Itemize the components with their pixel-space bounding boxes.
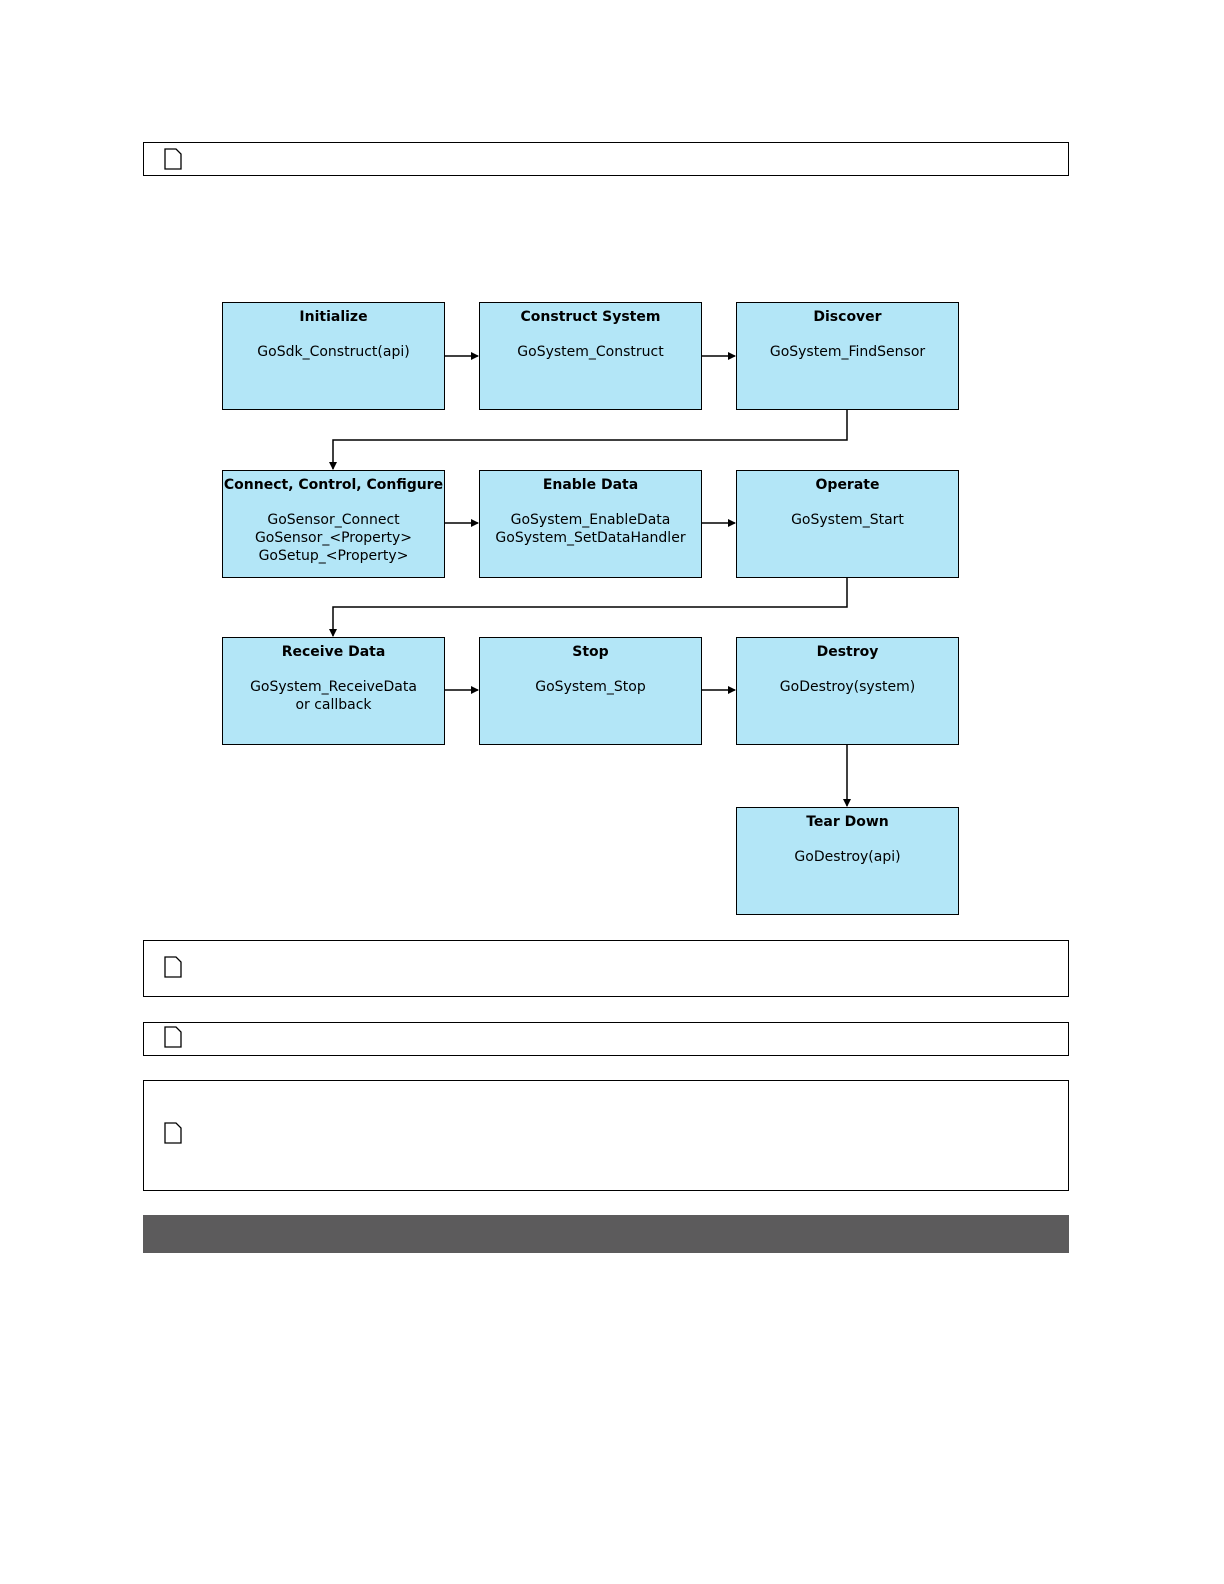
note-box bbox=[143, 1022, 1069, 1056]
step-title: Operate bbox=[815, 477, 880, 493]
step-body: GoSystem_Stop bbox=[535, 679, 646, 695]
document-icon bbox=[164, 956, 182, 978]
step-title: Enable Data bbox=[542, 477, 639, 493]
step-receive-data: Receive Data GoSystem_ReceiveData or cal… bbox=[222, 637, 445, 745]
step-discover: Discover GoSystem_FindSensor bbox=[736, 302, 959, 410]
arrow-discover-to-connect bbox=[329, 410, 848, 470]
step-title: Initialize bbox=[299, 309, 368, 325]
step-body: GoSystem_Start bbox=[791, 512, 904, 528]
document-icon bbox=[164, 1122, 182, 1144]
step-stop: Stop GoSystem_Stop bbox=[479, 637, 702, 745]
section-footer-bar bbox=[143, 1215, 1069, 1253]
step-title: Receive Data bbox=[281, 644, 386, 660]
step-body: GoSystem_Construct bbox=[517, 344, 664, 360]
step-title: Discover bbox=[813, 309, 882, 325]
step-body: GoDestroy(system) bbox=[779, 679, 916, 695]
step-title: Destroy bbox=[816, 644, 879, 660]
step-body: GoSystem_ReceiveData or callback bbox=[250, 679, 417, 713]
step-initialize: Initialize GoSdk_Construct(api) bbox=[222, 302, 445, 410]
step-title: Connect, Control, Configure bbox=[223, 477, 444, 493]
note-box bbox=[143, 1080, 1069, 1191]
step-construct-system: Construct System GoSystem_Construct bbox=[479, 302, 702, 410]
document-icon bbox=[164, 148, 182, 170]
step-title: Construct System bbox=[520, 309, 661, 325]
step-operate: Operate GoSystem_Start bbox=[736, 470, 959, 578]
step-body: GoSystem_EnableData GoSystem_SetDataHand… bbox=[495, 512, 686, 546]
step-body: GoSdk_Construct(api) bbox=[257, 344, 410, 360]
step-title: Tear Down bbox=[806, 814, 889, 830]
arrow-operate-to-receive bbox=[329, 577, 848, 637]
document-icon bbox=[164, 1026, 182, 1048]
step-tear-down: Tear Down GoDestroy(api) bbox=[736, 807, 959, 915]
step-body: GoDestroy(api) bbox=[794, 849, 901, 865]
step-body: GoSensor_Connect GoSensor_<Property> GoS… bbox=[254, 512, 413, 564]
note-box bbox=[143, 142, 1069, 176]
step-body: GoSystem_FindSensor bbox=[769, 344, 926, 360]
step-connect-control-configure: Connect, Control, Configure GoSensor_Con… bbox=[222, 470, 445, 578]
step-enable-data: Enable Data GoSystem_EnableData GoSystem… bbox=[479, 470, 702, 578]
step-title: Stop bbox=[572, 644, 609, 660]
step-destroy: Destroy GoDestroy(system) bbox=[736, 637, 959, 745]
note-box bbox=[143, 940, 1069, 997]
